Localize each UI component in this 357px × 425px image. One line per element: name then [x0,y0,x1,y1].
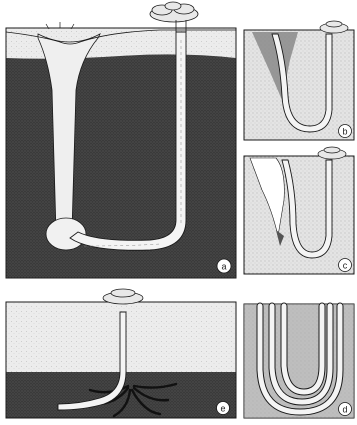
panel-c: c [244,147,354,274]
panel-e: e [6,289,236,418]
panel-e-label: e [220,404,225,414]
panel-a-fecal-casts [150,2,198,22]
panel-a-label: a [221,262,226,272]
panel-d: d [244,304,354,418]
panel-d-label: d [342,405,347,415]
panel-b-label: b [342,127,347,137]
panel-c-label: c [343,261,348,271]
panel-b: b [244,21,354,140]
panel-b-fecal-casts [320,21,348,33]
panel-a: a [6,2,236,278]
panel-e-fecal-casts [103,289,143,304]
panel-c-fecal-casts [318,147,346,159]
